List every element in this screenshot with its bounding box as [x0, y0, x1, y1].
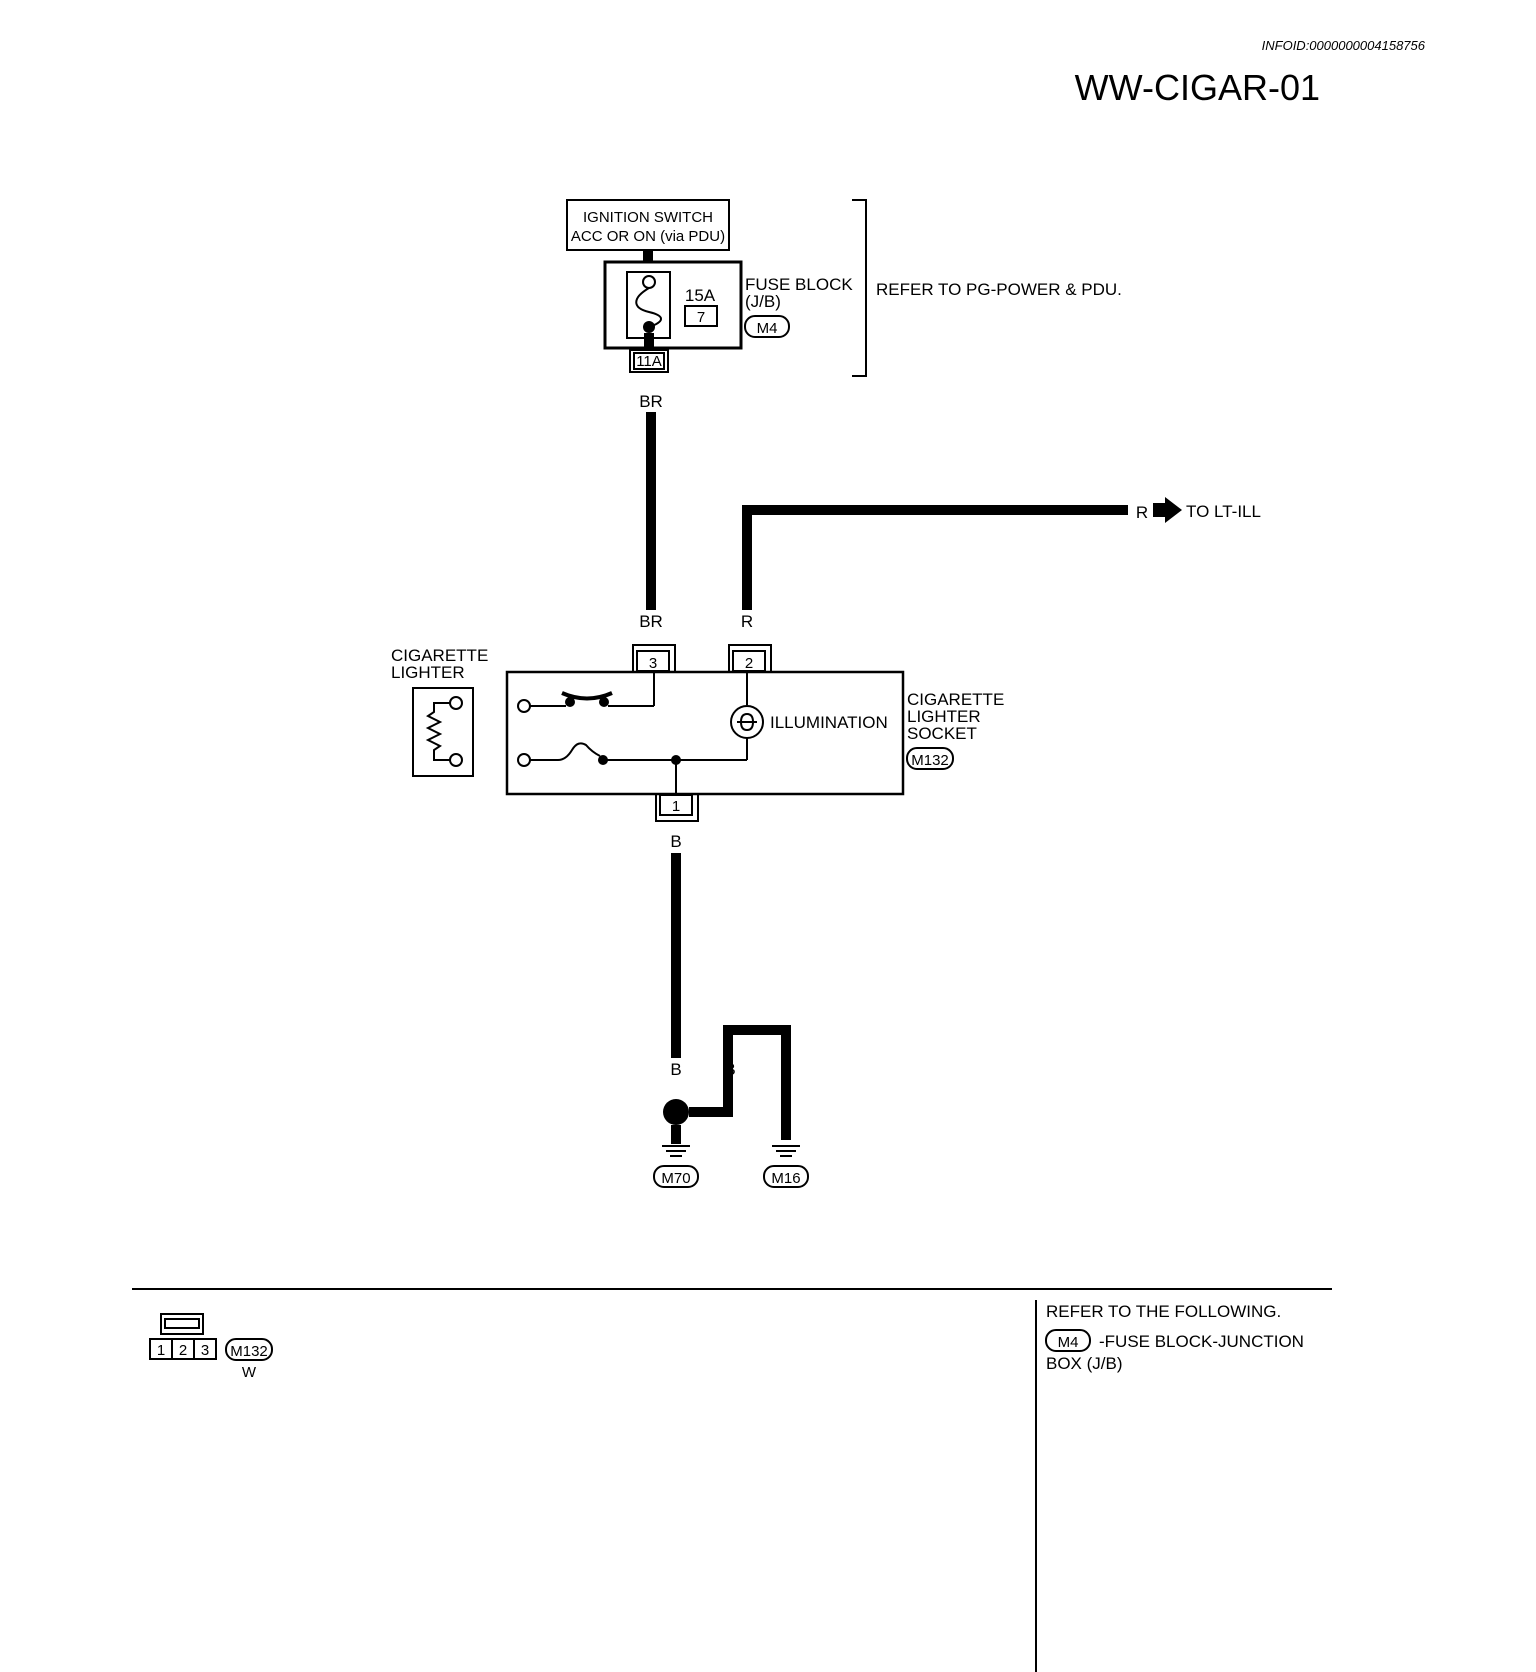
connector-pin-1: 1	[157, 1342, 165, 1359]
socket-label-line3: SOCKET	[907, 724, 977, 743]
refer-pg-power: REFER TO PG-POWER & PDU.	[876, 280, 1122, 299]
ignition-line1: IGNITION SWITCH	[583, 209, 713, 226]
legend-connector-color: W	[242, 1364, 257, 1381]
refer-following-desc1: -FUSE BLOCK-JUNCTION	[1099, 1332, 1304, 1351]
wire-label-r-socket: R	[741, 612, 753, 631]
wire-label-b-ground2: B	[724, 1060, 735, 1079]
refer-following-heading: REFER TO THE FOLLOWING.	[1046, 1302, 1281, 1321]
cigarette-lighter-socket: 3 2 1 ILLUMINATION	[505, 644, 905, 822]
wire-label-br-socket: BR	[639, 612, 663, 631]
socket-pin-2: 2	[745, 655, 753, 672]
socket-pin-3: 3	[649, 655, 657, 672]
lighter-switch-icon	[561, 691, 613, 701]
connector-face-icon	[149, 1313, 217, 1360]
fuse-connector-m4: M4	[757, 320, 778, 337]
ground-label-m16: M16	[771, 1170, 800, 1187]
socket-connector-m132: M132	[911, 752, 949, 769]
refer-following-connector: M4	[1058, 1334, 1079, 1351]
ground-label-m70: M70	[661, 1170, 690, 1187]
ground-m70	[653, 1125, 699, 1188]
fuse-rating: 15A	[685, 286, 716, 305]
socket-label-line2: LIGHTER	[907, 707, 981, 726]
ground-splice	[663, 1099, 689, 1125]
fuse-top-terminal	[642, 275, 656, 289]
wire-label-br-top: BR	[639, 392, 663, 411]
connector-pin-2: 2	[179, 1342, 187, 1359]
page-title: WW-CIGAR-01	[1075, 67, 1320, 108]
wire-r	[742, 505, 1128, 610]
cigarette-lighter-element	[412, 687, 474, 777]
socket-pin-1: 1	[672, 798, 680, 815]
wire-label-b-socket: B	[670, 832, 681, 851]
infoid-label: INFOID:0000000004158756	[1262, 38, 1426, 53]
illumination-label: ILLUMINATION	[770, 713, 888, 732]
fuse-number: 7	[697, 309, 705, 326]
to-lt-ill-label: TO LT-ILL	[1186, 502, 1261, 521]
ground-m16	[763, 1145, 809, 1188]
circuit-breaker-icon	[557, 742, 601, 761]
fuse-bottom-terminal	[643, 321, 655, 333]
heating-coil-icon	[425, 702, 450, 761]
ignition-line2: ACC OR ON (via PDU)	[571, 228, 725, 245]
legend-connector-m132: M132	[230, 1343, 268, 1360]
fuse-block-label-line2: (J/B)	[745, 292, 781, 311]
socket-label-line1: CIGARETTE	[907, 690, 1004, 709]
wire-b-ground-link	[689, 1025, 791, 1140]
connector-pin-3: 3	[201, 1342, 209, 1359]
fuse-element-icon	[635, 287, 662, 328]
fuse-block: 15A 7 FUSE BLOCK (J/B) M4 11A	[603, 250, 853, 373]
fuse-block-label-line1: FUSE BLOCK	[745, 275, 853, 294]
ignition-switch-box: IGNITION SWITCH ACC OR ON (via PDU)	[566, 199, 730, 251]
refer-bracket	[852, 199, 867, 377]
arrow-right-icon	[1153, 497, 1182, 523]
refer-following-desc2: BOX (J/B)	[1046, 1354, 1123, 1373]
lighter-label-line1: CIGARETTE	[391, 646, 488, 665]
wire-label-b-ground1: B	[670, 1060, 681, 1079]
wire-label-b-ground3: B	[780, 1060, 791, 1079]
wire-label-r-right: R	[1136, 503, 1148, 522]
lighter-label-line2: LIGHTER	[391, 663, 465, 682]
fuse-terminal-11a: 11A	[636, 353, 662, 370]
